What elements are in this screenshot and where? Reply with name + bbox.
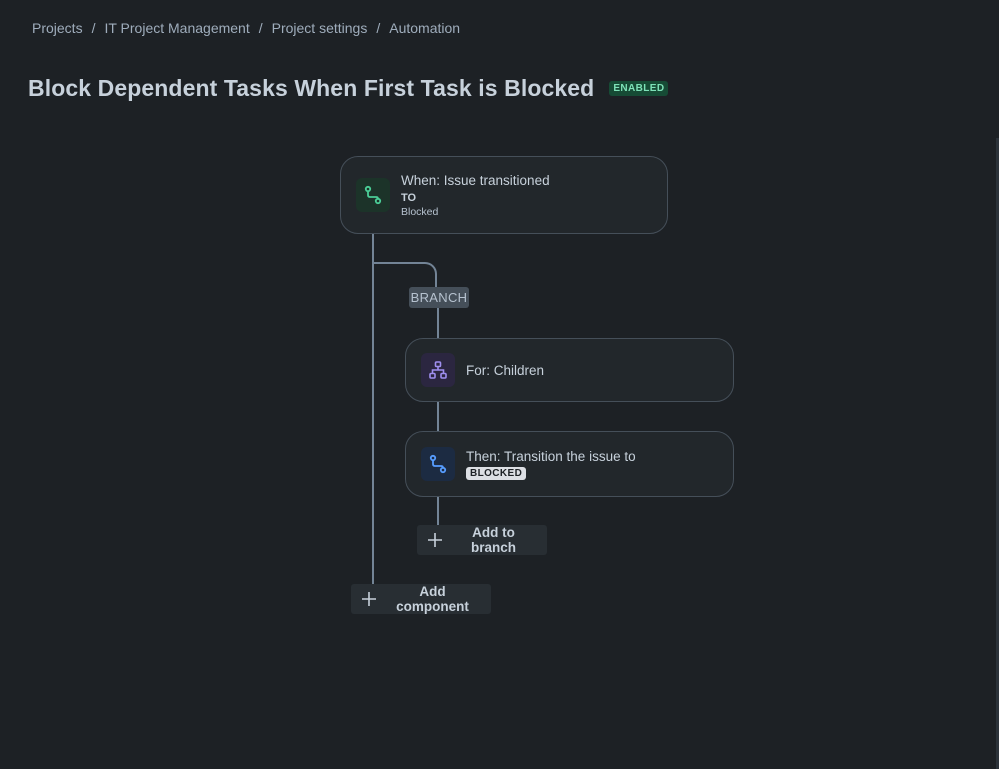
breadcrumb-automation[interactable]: Automation [389, 20, 461, 36]
breadcrumb-separator: / [376, 20, 381, 36]
trigger-title: When: Issue transitioned [401, 172, 550, 188]
plus-icon [361, 591, 377, 607]
title-row: Block Dependent Tasks When First Task is… [28, 75, 669, 102]
branch-connector-line [437, 496, 439, 526]
trigger-card[interactable]: When: Issue transitioned TO Blocked [340, 156, 668, 234]
breadcrumb-separator: / [91, 20, 96, 36]
branch-connector-curve [373, 262, 437, 290]
trigger-field-label: TO [401, 191, 417, 204]
action-text: Then: Transition the issue to BLOCKED [466, 449, 636, 480]
main-connector-line [372, 233, 374, 585]
branch-for-title: For: Children [466, 362, 545, 378]
action-icon-tile [421, 447, 455, 481]
branch-label: BRANCH [409, 287, 469, 308]
transition-icon [429, 454, 447, 474]
action-card[interactable]: Then: Transition the issue to BLOCKED [405, 431, 734, 497]
breadcrumb-it-project-management[interactable]: IT Project Management [104, 20, 250, 36]
branch-for-card[interactable]: For: Children [405, 338, 734, 402]
branch-for-text: For: Children [466, 363, 544, 378]
add-component-label: Add component [396, 584, 469, 614]
hierarchy-icon [429, 361, 447, 379]
status-badge: ENABLED [609, 81, 669, 96]
breadcrumb-projects[interactable]: Projects [32, 20, 83, 36]
plus-icon [427, 532, 443, 548]
branch-connector-line [437, 308, 439, 338]
trigger-icon-tile [356, 178, 390, 212]
add-to-branch-button[interactable]: Add to branch [417, 525, 547, 555]
transition-icon [364, 185, 382, 205]
add-component-button[interactable]: Add component [351, 584, 491, 614]
scrollbar-track [996, 138, 999, 769]
page-title: Block Dependent Tasks When First Task is… [28, 75, 595, 101]
action-status-lozenge: BLOCKED [466, 466, 527, 480]
trigger-text: When: Issue transitioned TO Blocked [401, 173, 550, 218]
action-title: Then: Transition the issue to [466, 448, 636, 464]
add-to-branch-label: Add to branch [470, 525, 516, 555]
breadcrumb: Projects / IT Project Management / Proje… [32, 20, 460, 36]
breadcrumb-separator: / [258, 20, 263, 36]
breadcrumb-project-settings[interactable]: Project settings [271, 20, 368, 36]
trigger-field-value: Blocked [401, 205, 439, 218]
branch-connector-line [437, 401, 439, 431]
branch-icon-tile [421, 353, 455, 387]
